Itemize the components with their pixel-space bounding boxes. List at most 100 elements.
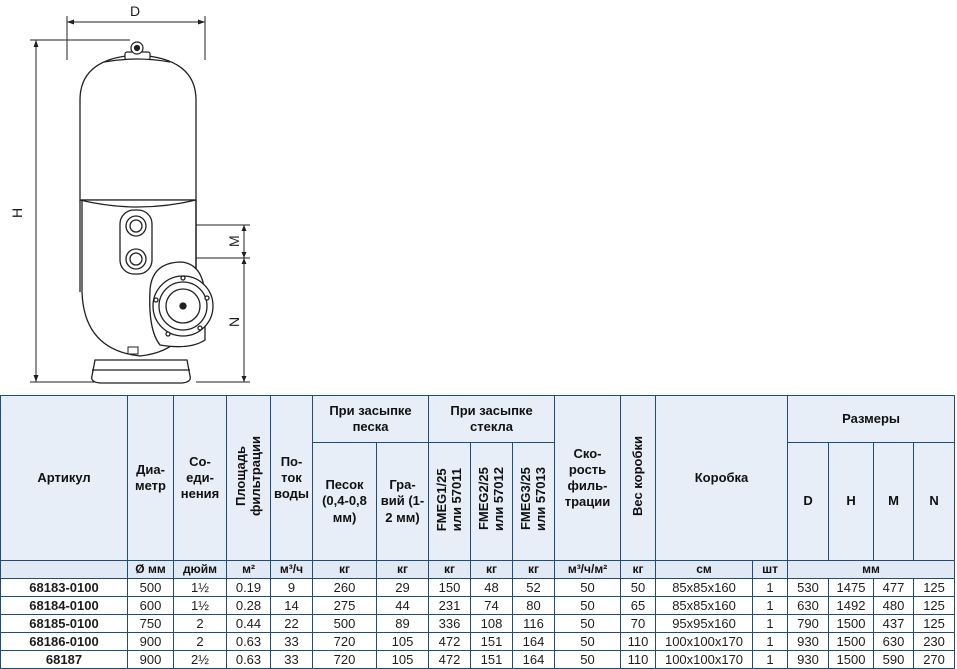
table-cell: 900 [127,650,174,669]
article-cell: 68186-0100 [0,632,128,651]
unit-cell [0,560,128,579]
table-cell: 125 [913,578,956,597]
table-cell: 110 [620,632,657,651]
table-cell: 33 [270,632,313,651]
table-cell: 164 [512,632,556,651]
table-cell: 472 [428,650,472,669]
table-cell: 1500 [828,632,875,651]
table-cell: 74 [470,596,514,615]
table-cell: 1 [752,578,789,597]
d-label: D [130,3,140,19]
table-cell: 151 [470,650,514,669]
table-cell: 0.28 [226,596,271,615]
table-cell: 480 [873,596,915,615]
table-cell: 1½ [173,596,227,615]
table-cell: 0.63 [226,650,271,669]
table-cell: 1500 [828,650,875,669]
table-cell: 2 [173,614,227,633]
spec-table: Артикул Диа- метр Со- еди- нения Площадь… [0,395,956,669]
table-cell: 230 [913,632,956,651]
table-cell: 125 [913,614,956,633]
table-cell: 0.44 [226,614,271,633]
unit-cell: см [655,560,754,579]
table-cell: 50 [554,596,622,615]
table-cell: 110 [620,650,657,669]
table-cell: 437 [873,614,915,633]
table-cell: 70 [620,614,657,633]
table-cell: 472 [428,632,472,651]
header-box-weight: Вес коробки [620,395,657,561]
units-row: Ø мм дюйм м² м³/ч кг кг кг кг кг м³/ч/м²… [0,560,956,579]
table-cell: 50 [554,632,622,651]
table-cell: 600 [127,596,174,615]
table-cell: 50 [620,578,657,597]
header-connections: Со- еди- нения [173,395,227,561]
table-cell: 336 [428,614,472,633]
table-cell: 151 [470,632,514,651]
header-dim-d: D [787,442,830,561]
table-cell: 2 [173,632,227,651]
table-cell: 150 [428,578,472,597]
table-cell: 29 [375,578,430,597]
table-cell: 85x85x160 [655,578,754,597]
article-cell: 68184-0100 [0,596,128,615]
unit-cell: шт [752,560,789,579]
top-valve [103,41,171,63]
unit-cell: м³/ч/м² [554,560,622,579]
article-cell: 68183-0100 [0,578,128,597]
table-cell: 65 [620,596,657,615]
table-cell: 125 [913,596,956,615]
table-cell: 930 [787,650,830,669]
table-cell: 275 [312,596,377,615]
table-cell: 89 [375,614,430,633]
manhole-cover [149,261,214,348]
table-cell: 231 [428,596,472,615]
table-cell: 720 [312,650,377,669]
header-dim-h: H [828,442,875,561]
table-cell: 44 [375,596,430,615]
table-cell: 100x100x170 [655,632,754,651]
table-cell: 270 [913,650,956,669]
header-dim-n: N [913,442,956,561]
unit-cell: мм [787,560,956,579]
header-article: Артикул [0,395,128,561]
table-cell: 0.63 [226,632,271,651]
table-cell: 50 [554,614,622,633]
unit-cell: кг [620,560,657,579]
table-cell: 500 [312,614,377,633]
table-cell: 930 [787,632,830,651]
unit-cell: кг [428,560,472,579]
table-cell: 260 [312,578,377,597]
table-cell: 1492 [828,596,875,615]
table-cell: 0.19 [226,578,271,597]
table-cell: 500 [127,578,174,597]
filter-drawing: D H M N [9,3,250,384]
table-cell: 590 [873,650,915,669]
table-cell: 108 [470,614,514,633]
table-cell: 1 [752,650,789,669]
header-speed: Ско- рость филь- трации [554,395,622,561]
table-cell: 477 [873,578,915,597]
table-cell: 95x95x160 [655,614,754,633]
table-cell: 105 [375,650,430,669]
h-label: H [9,208,25,218]
table-cell: 720 [312,632,377,651]
table-cell: 630 [787,596,830,615]
table-cell: 22 [270,614,313,633]
table-cell: 750 [127,614,174,633]
table-cell: 2½ [173,650,227,669]
table-cell: 164 [512,650,556,669]
unit-cell: кг [470,560,514,579]
table-cell: 530 [787,578,830,597]
table-cell: 1 [752,614,789,633]
header-dim-m: M [873,442,915,561]
table-cell: 50 [554,650,622,669]
unit-cell: дюйм [173,560,227,579]
